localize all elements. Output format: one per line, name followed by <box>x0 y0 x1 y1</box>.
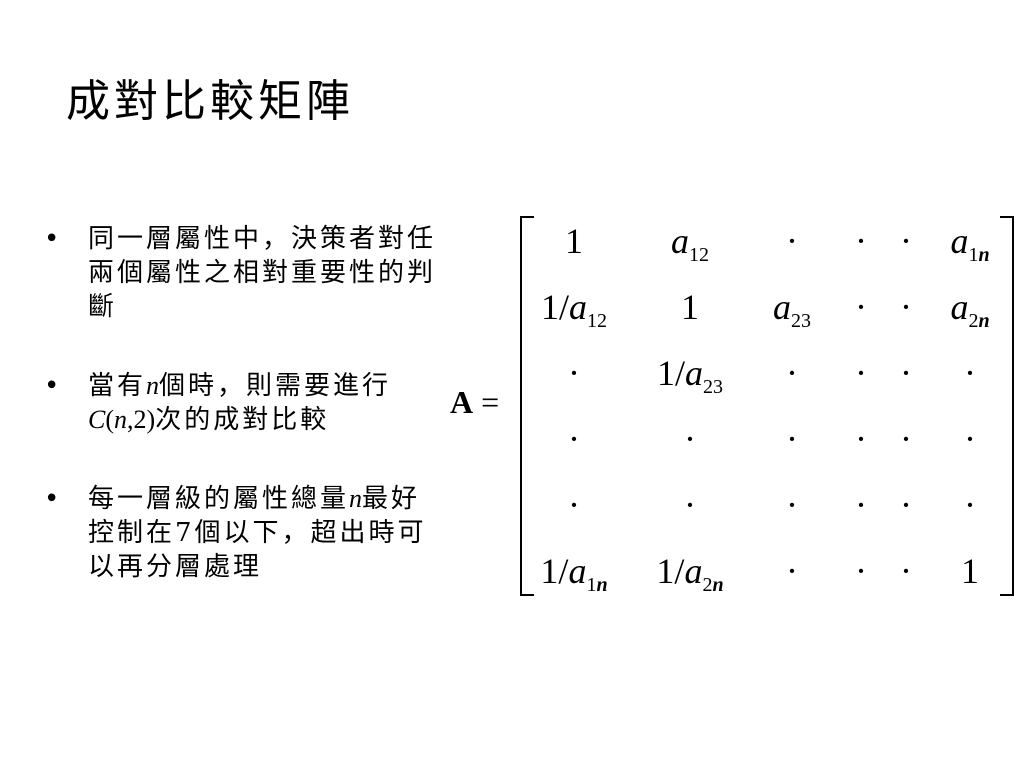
matrix-cell: · <box>855 551 867 591</box>
bullet-text-part: 每一層級的屬性總量 <box>88 484 350 514</box>
matrix-cell: · <box>855 485 867 525</box>
matrix-cell: · <box>568 419 580 459</box>
matrix-cell: · <box>855 221 867 261</box>
matrix-cell: · <box>684 485 696 525</box>
matrix-cell: a23 <box>773 287 811 332</box>
matrix-row: 1 a12 · · · a1n <box>530 208 1000 274</box>
matrix-row: · · · · · · <box>530 472 1000 538</box>
bullet-text-part: 次的成對比較 <box>155 405 330 435</box>
matrix-cell: · <box>786 551 798 591</box>
matrix-cell: a1n <box>950 221 990 266</box>
matrix-row: 1/a12 1 a23 · · a2n <box>530 274 1000 340</box>
matrix-cell: · <box>855 287 867 327</box>
matrix-cell: a2n <box>950 287 990 332</box>
matrix-cell: 1 <box>961 551 979 591</box>
matrix-cell: · <box>900 419 912 459</box>
matrix-cell: · <box>964 419 976 459</box>
matrix-cell: · <box>855 353 867 393</box>
bullet-list: • 同一層屬性中，決策者對任兩個屬性之相對重要性的判斷 • 當有n個時，則需要進… <box>44 222 439 629</box>
matrix-cell: · <box>900 551 912 591</box>
bullet-text-part: 最好控制在7個以下，超出時可以再分層處理 <box>88 484 427 582</box>
right-bracket <box>1000 216 1014 596</box>
bullet-item: • 每一層級的屬性總量n最好控制在7個以下，超出時可以再分層處理 <box>44 482 439 584</box>
matrix-cell: · <box>964 485 976 525</box>
matrix-cell: · <box>684 419 696 459</box>
matrix-cell: · <box>568 485 580 525</box>
bullet-text: 當有n個時，則需要進行C(n,2)次的成對比較 <box>88 369 439 437</box>
combination-formula: C(n,2) <box>88 405 156 434</box>
variable-n: n <box>349 484 363 513</box>
matrix-cell: · <box>786 419 798 459</box>
matrix-cell: 1/a12 <box>540 287 608 332</box>
matrix-cell: · <box>568 353 580 393</box>
bullet-text-part: 個時，則需要進行 <box>159 371 392 401</box>
matrix-cell: a12 <box>671 221 709 266</box>
equals-sign: = <box>481 384 500 420</box>
bullet-dot: • <box>44 484 63 514</box>
bullet-text: 每一層級的屬性總量n最好控制在7個以下，超出時可以再分層處理 <box>88 482 439 584</box>
matrix-cell: · <box>900 221 912 261</box>
bullet-item: • 當有n個時，則需要進行C(n,2)次的成對比較 <box>44 369 439 437</box>
matrix-cell: 1/a1n <box>540 551 608 596</box>
left-bracket <box>520 216 534 596</box>
matrix-cell: 1/a23 <box>656 353 724 398</box>
matrix-row: · · · · · · <box>530 406 1000 472</box>
matrix-cell: 1/a2n <box>656 551 724 596</box>
matrix-cell: · <box>786 221 798 261</box>
matrix-cell: · <box>855 419 867 459</box>
slide-title: 成對比較矩陣 <box>66 76 354 127</box>
bullet-item: • 同一層屬性中，決策者對任兩個屬性之相對重要性的判斷 <box>44 222 439 324</box>
matrix-cell: 1 <box>681 287 699 327</box>
bullet-dot: • <box>44 224 63 254</box>
matrix-cell: 1 <box>565 221 583 261</box>
matrix-cell: · <box>900 287 912 327</box>
matrix-cell: · <box>786 353 798 393</box>
matrix-cell: · <box>964 353 976 393</box>
bullet-text: 同一層屬性中，決策者對任兩個屬性之相對重要性的判斷 <box>88 224 437 322</box>
matrix-row: 1/a1n 1/a2n · · · 1 <box>530 538 1000 604</box>
variable-n: n <box>146 371 160 400</box>
matrix-cell: · <box>900 353 912 393</box>
matrix-cell: · <box>786 485 798 525</box>
matrix-cell: · <box>900 485 912 525</box>
matrix-symbol: A <box>450 384 474 420</box>
bullet-text-part: 當有 <box>88 371 147 401</box>
matrix-row: · 1/a23 · · · · <box>530 340 1000 406</box>
matrix-label: A = <box>450 384 499 421</box>
bullet-dot: • <box>44 371 63 401</box>
